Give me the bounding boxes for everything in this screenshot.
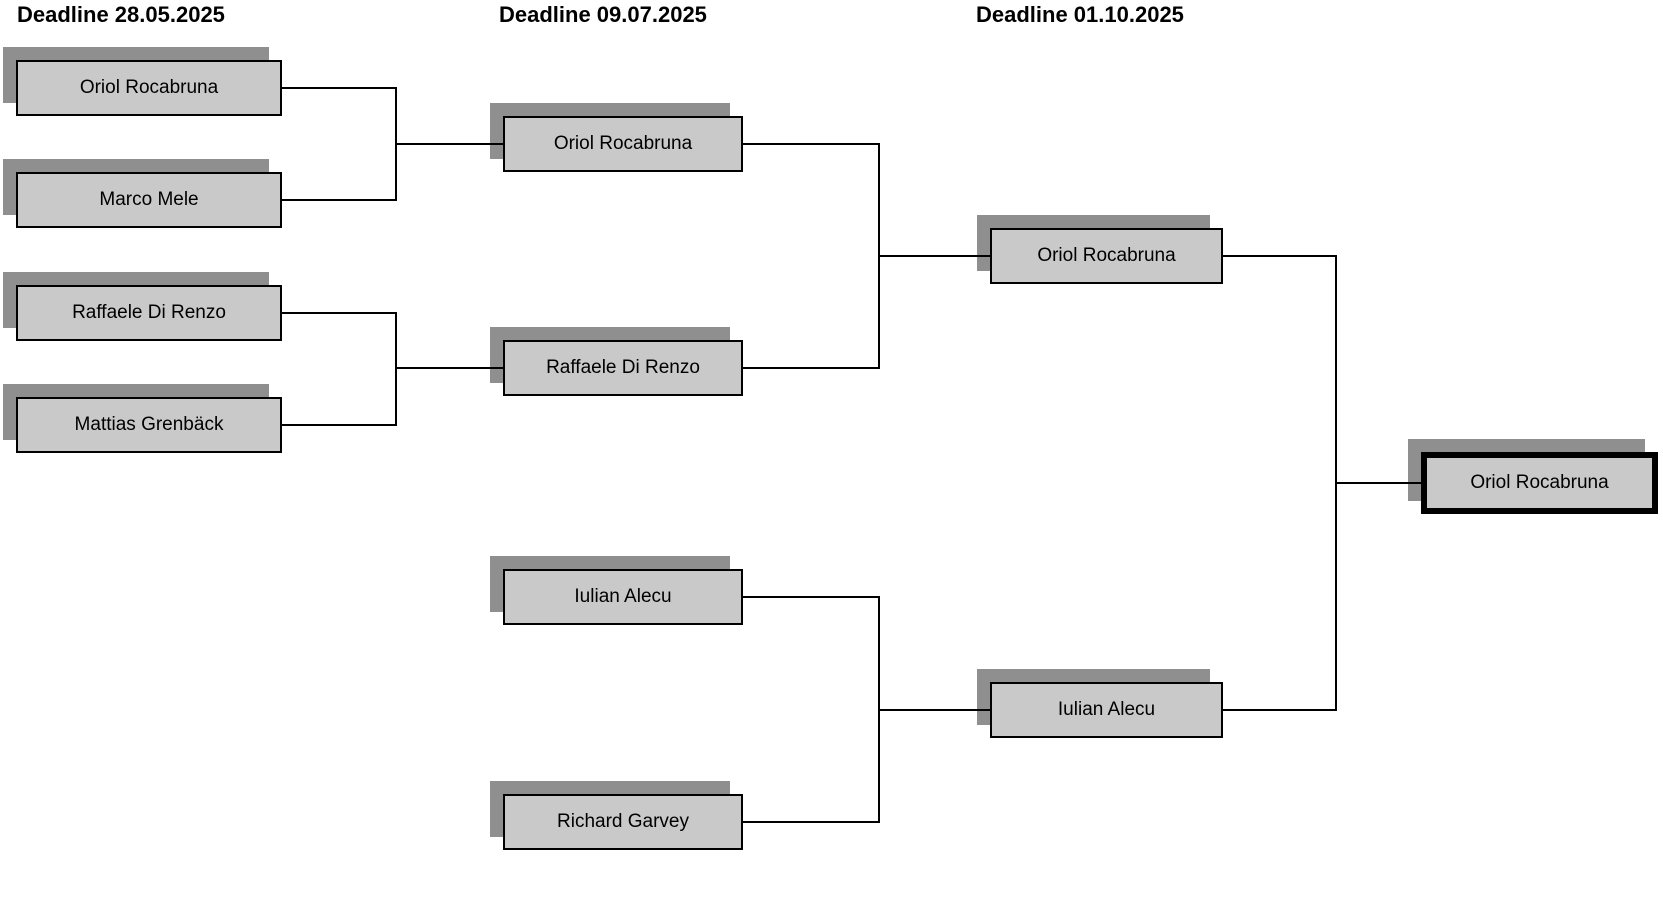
round2-player-box-2: Raffaele Di Renzo	[490, 327, 743, 396]
round1-player-box-2: Marco Mele	[3, 159, 282, 228]
player-name: Mattias Grenbäck	[16, 397, 282, 453]
round1-deadline-header: Deadline 28.05.2025	[17, 2, 225, 27]
round2-deadline-header: Deadline 09.07.2025	[499, 2, 707, 27]
player-name: Richard Garvey	[503, 794, 743, 850]
round2-player-box-3: Iulian Alecu	[490, 556, 743, 625]
round2-player-box-4: Richard Garvey	[490, 781, 743, 850]
round1-player-box-4: Mattias Grenbäck	[3, 384, 282, 453]
player-name: Oriol Rocabruna	[16, 60, 282, 116]
player-name: Oriol Rocabruna	[503, 116, 743, 172]
round3-player-box-1: Oriol Rocabruna	[977, 215, 1223, 284]
round3-player-box-2: Iulian Alecu	[977, 669, 1223, 738]
player-name: Iulian Alecu	[990, 682, 1223, 738]
round2-player-box-1: Oriol Rocabruna	[490, 103, 743, 172]
round3-deadline-header: Deadline 01.10.2025	[976, 2, 1184, 27]
champion-box: Oriol Rocabruna	[1408, 439, 1658, 514]
player-name: Raffaele Di Renzo	[16, 285, 282, 341]
player-name: Oriol Rocabruna	[990, 228, 1223, 284]
player-name: Marco Mele	[16, 172, 282, 228]
round1-player-box-3: Raffaele Di Renzo	[3, 272, 282, 341]
champion-name: Oriol Rocabruna	[1421, 452, 1658, 514]
round1-player-box-1: Oriol Rocabruna	[3, 47, 282, 116]
player-name: Iulian Alecu	[503, 569, 743, 625]
player-name: Raffaele Di Renzo	[503, 340, 743, 396]
